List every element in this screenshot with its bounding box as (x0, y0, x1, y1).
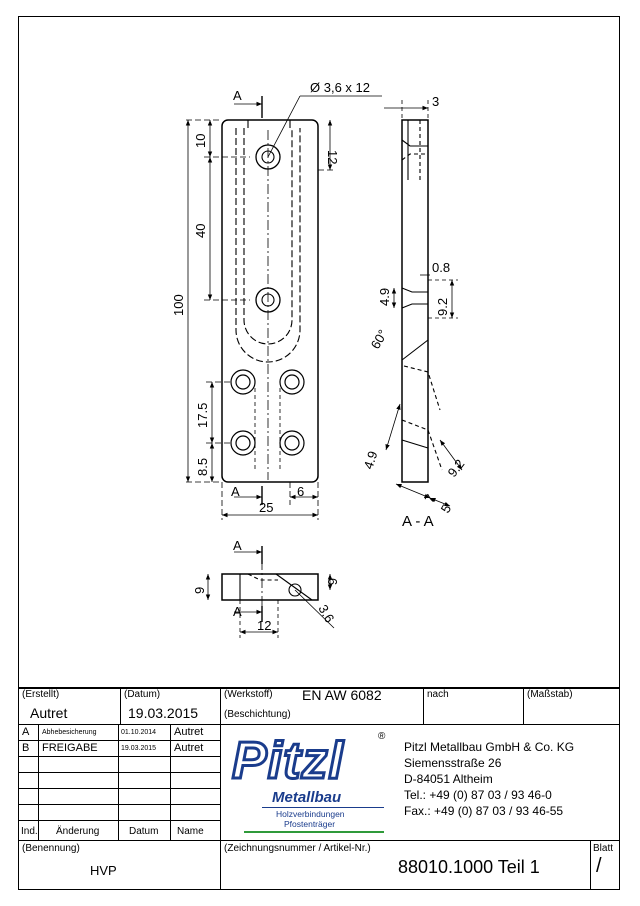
rev-header-name: Name (177, 826, 204, 837)
rev-header-date: Datum (129, 826, 159, 837)
top-section-mark-bottom: A (233, 604, 242, 619)
beschichtung-label: (Beschichtung) (224, 709, 291, 720)
blatt-value: / (596, 855, 602, 877)
company-city: D-84051 Altheim (404, 772, 493, 786)
company-street: Siemensstraße 26 (404, 756, 502, 770)
section-mark-bottom: A (231, 484, 240, 499)
company-phone: Tel.: +49 (0) 87 03 / 93 46-0 (404, 788, 552, 802)
dim-5: 5 (438, 502, 455, 516)
dim-7: 7 (422, 492, 439, 506)
werkstoff-label: (Werkstoff) (224, 689, 273, 700)
dim-3-6: 3.6 (315, 602, 337, 625)
rev-b-index: B (22, 742, 30, 754)
top-view (221, 560, 319, 614)
dim-0-8: 0.8 (432, 260, 450, 275)
section-view (401, 119, 443, 483)
main-view (221, 119, 319, 483)
section-label: A - A (402, 513, 434, 530)
rev-b-name: Autret (174, 742, 204, 754)
company-address: Pitzl Metallbau GmbH & Co. KG Siemensstr… (404, 739, 574, 819)
nach-label: nach (427, 689, 449, 700)
blatt-label: Blatt (593, 843, 614, 854)
dim-6: 6 (297, 484, 304, 499)
datum-value: 19.03.2015 (128, 705, 199, 721)
erstellt-value: Autret (30, 705, 68, 721)
benennung-label: (Benennung) (22, 843, 80, 854)
top-section-mark-top: A (233, 538, 242, 553)
werkstoff-value: EN AW 6082 (302, 687, 382, 703)
rev-a-index: A (22, 726, 30, 738)
benennung-value: HVP (90, 863, 117, 878)
massstab-label: (Maßstab) (527, 689, 573, 700)
dim-3: 3 (432, 94, 439, 109)
logo-sub: Metallbau (272, 789, 342, 806)
zeichnungsnummer-label: (Zeichnungsnummer / Artikel-Nr.) (224, 843, 371, 854)
company-name: Pitzl Metallbau GmbH & Co. KG (404, 740, 575, 754)
pitzl-logo: Pitzl ® Metallbau Holzverbindungen Pfost… (228, 731, 388, 836)
datum-label: (Datum) (124, 689, 161, 700)
logo-tag1: Holzverbindungen (276, 809, 345, 819)
dim-10: 10 (193, 134, 208, 148)
rev-b-date: 19.03.2015 (121, 745, 157, 752)
dim-12: 12 (325, 150, 340, 164)
dim-4-9-top: 4.9 (377, 288, 392, 306)
rev-a-name: Autret (174, 726, 204, 738)
dim-17-5: 17.5 (195, 403, 210, 428)
rev-a-date: 01.10.2014 (121, 729, 157, 736)
dim-hole: Ø 3,6 x 12 (310, 80, 370, 95)
dim-100: 100 (171, 294, 186, 316)
dim-9: 9 (192, 587, 207, 594)
rev-header-change: Änderung (56, 826, 100, 837)
rev-header-ind: Ind. (21, 826, 38, 837)
dim-40: 40 (193, 224, 208, 238)
dim-9-2-bottom: 9.2 (445, 456, 468, 479)
top-dim-6: 6 (325, 578, 340, 585)
top-dim-12: 12 (257, 618, 271, 633)
logo-registered: ® (378, 731, 386, 742)
dim-60: 60° (368, 327, 391, 352)
rev-a-change: Abhebesicherung (42, 729, 97, 736)
dim-8-5: 8.5 (195, 458, 210, 476)
company-fax: Fax.: +49 (0) 87 03 / 93 46-55 (404, 804, 564, 818)
rev-b-change: FREIGABE (42, 742, 98, 754)
logo-tag2: Pfostenträger (284, 819, 336, 829)
zeichnungsnummer-value: 88010.1000 Teil 1 (398, 857, 540, 877)
dim-25: 25 (259, 500, 273, 515)
title-block: (Erstellt) Autret (Datum) 19.03.2015 (We… (18, 687, 620, 890)
erstellt-label: (Erstellt) (22, 689, 60, 700)
dim-4-9-bottom: 4.9 (361, 449, 381, 471)
dim-9-2-top: 9.2 (435, 298, 450, 316)
logo-text: Pitzl (231, 731, 345, 792)
section-mark-top: A (233, 88, 242, 103)
drawing-frame (18, 16, 620, 890)
